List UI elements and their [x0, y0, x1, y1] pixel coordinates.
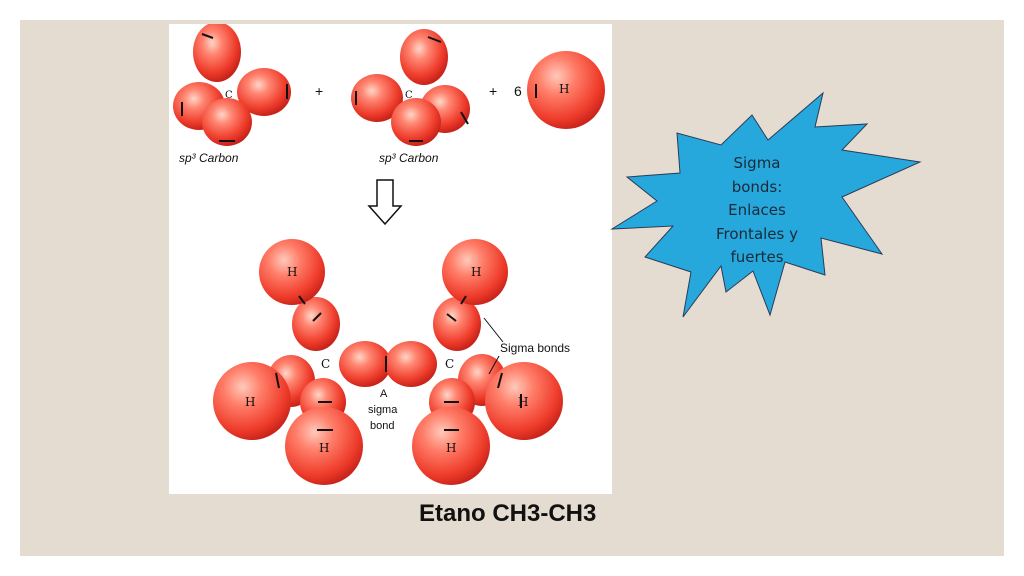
- atom-label-h: H: [518, 395, 528, 409]
- atom-label-h: H: [446, 441, 456, 455]
- a-sigma-bond-annotation: sigma: [368, 404, 398, 416]
- orbital-lobe: [193, 24, 241, 82]
- starburst-shape: [610, 91, 922, 318]
- atom-label-c: C: [225, 90, 233, 101]
- atom-label-c: C: [445, 357, 454, 371]
- callout-line: Frontales y: [716, 224, 798, 243]
- orbital-lobe: [400, 29, 448, 85]
- atom-label-h: H: [319, 441, 329, 455]
- callout-line: fuertes: [730, 248, 784, 266]
- atom-label-h: H: [287, 265, 297, 279]
- leader-line: [488, 355, 500, 375]
- hydrogen-atom: [527, 51, 605, 129]
- cc-bond-lobe: [339, 341, 391, 387]
- plus-sign: +: [489, 83, 497, 99]
- orbital-lobe: [351, 74, 403, 122]
- atom-label-h: H: [471, 265, 481, 279]
- a-sigma-bond-annotation: bond: [370, 420, 394, 432]
- a-sigma-bond-annotation: A: [380, 388, 388, 400]
- ethane-orbital-figure: C sp³ Carbon + C sp³ Carbon + 6 H: [169, 24, 612, 494]
- callout-text: Sigma bonds: Enlaces Frontales y fuertes: [697, 152, 817, 270]
- atom-label-c: C: [321, 357, 330, 371]
- leader-line: [483, 317, 504, 343]
- cc-bond-lobe: [385, 341, 437, 387]
- callout-line: Sigma: [733, 154, 781, 172]
- atom-label-c: C: [405, 90, 413, 101]
- sigma-bonds-annotation: Sigma bonds: [500, 341, 570, 355]
- reaction-arrow: [367, 179, 403, 226]
- atom-label-h: H: [245, 395, 255, 409]
- orbital-lobe: [237, 68, 291, 116]
- orbital-lobe: [202, 98, 252, 146]
- reactant-label: sp³ Carbon: [379, 151, 439, 165]
- callout-line: bonds:: [731, 177, 783, 196]
- caption-etano: Etano CH3-CH3: [419, 500, 597, 527]
- sp3-carbon-orbitals-right: [351, 29, 470, 146]
- callout-line: Enlaces: [728, 201, 786, 219]
- coefficient: 6: [514, 83, 522, 99]
- ethane-molecule: [213, 239, 563, 485]
- starburst-callout: [610, 91, 922, 318]
- atom-label-h: H: [559, 82, 569, 96]
- plus-sign: +: [315, 83, 323, 99]
- orbital-diagram: C sp³ Carbon + C sp³ Carbon + 6 H: [173, 24, 605, 485]
- reactant-label: sp³ Carbon: [179, 151, 239, 165]
- sp3-carbon-orbitals-left: [173, 24, 291, 146]
- orbital-lobe: [391, 98, 441, 146]
